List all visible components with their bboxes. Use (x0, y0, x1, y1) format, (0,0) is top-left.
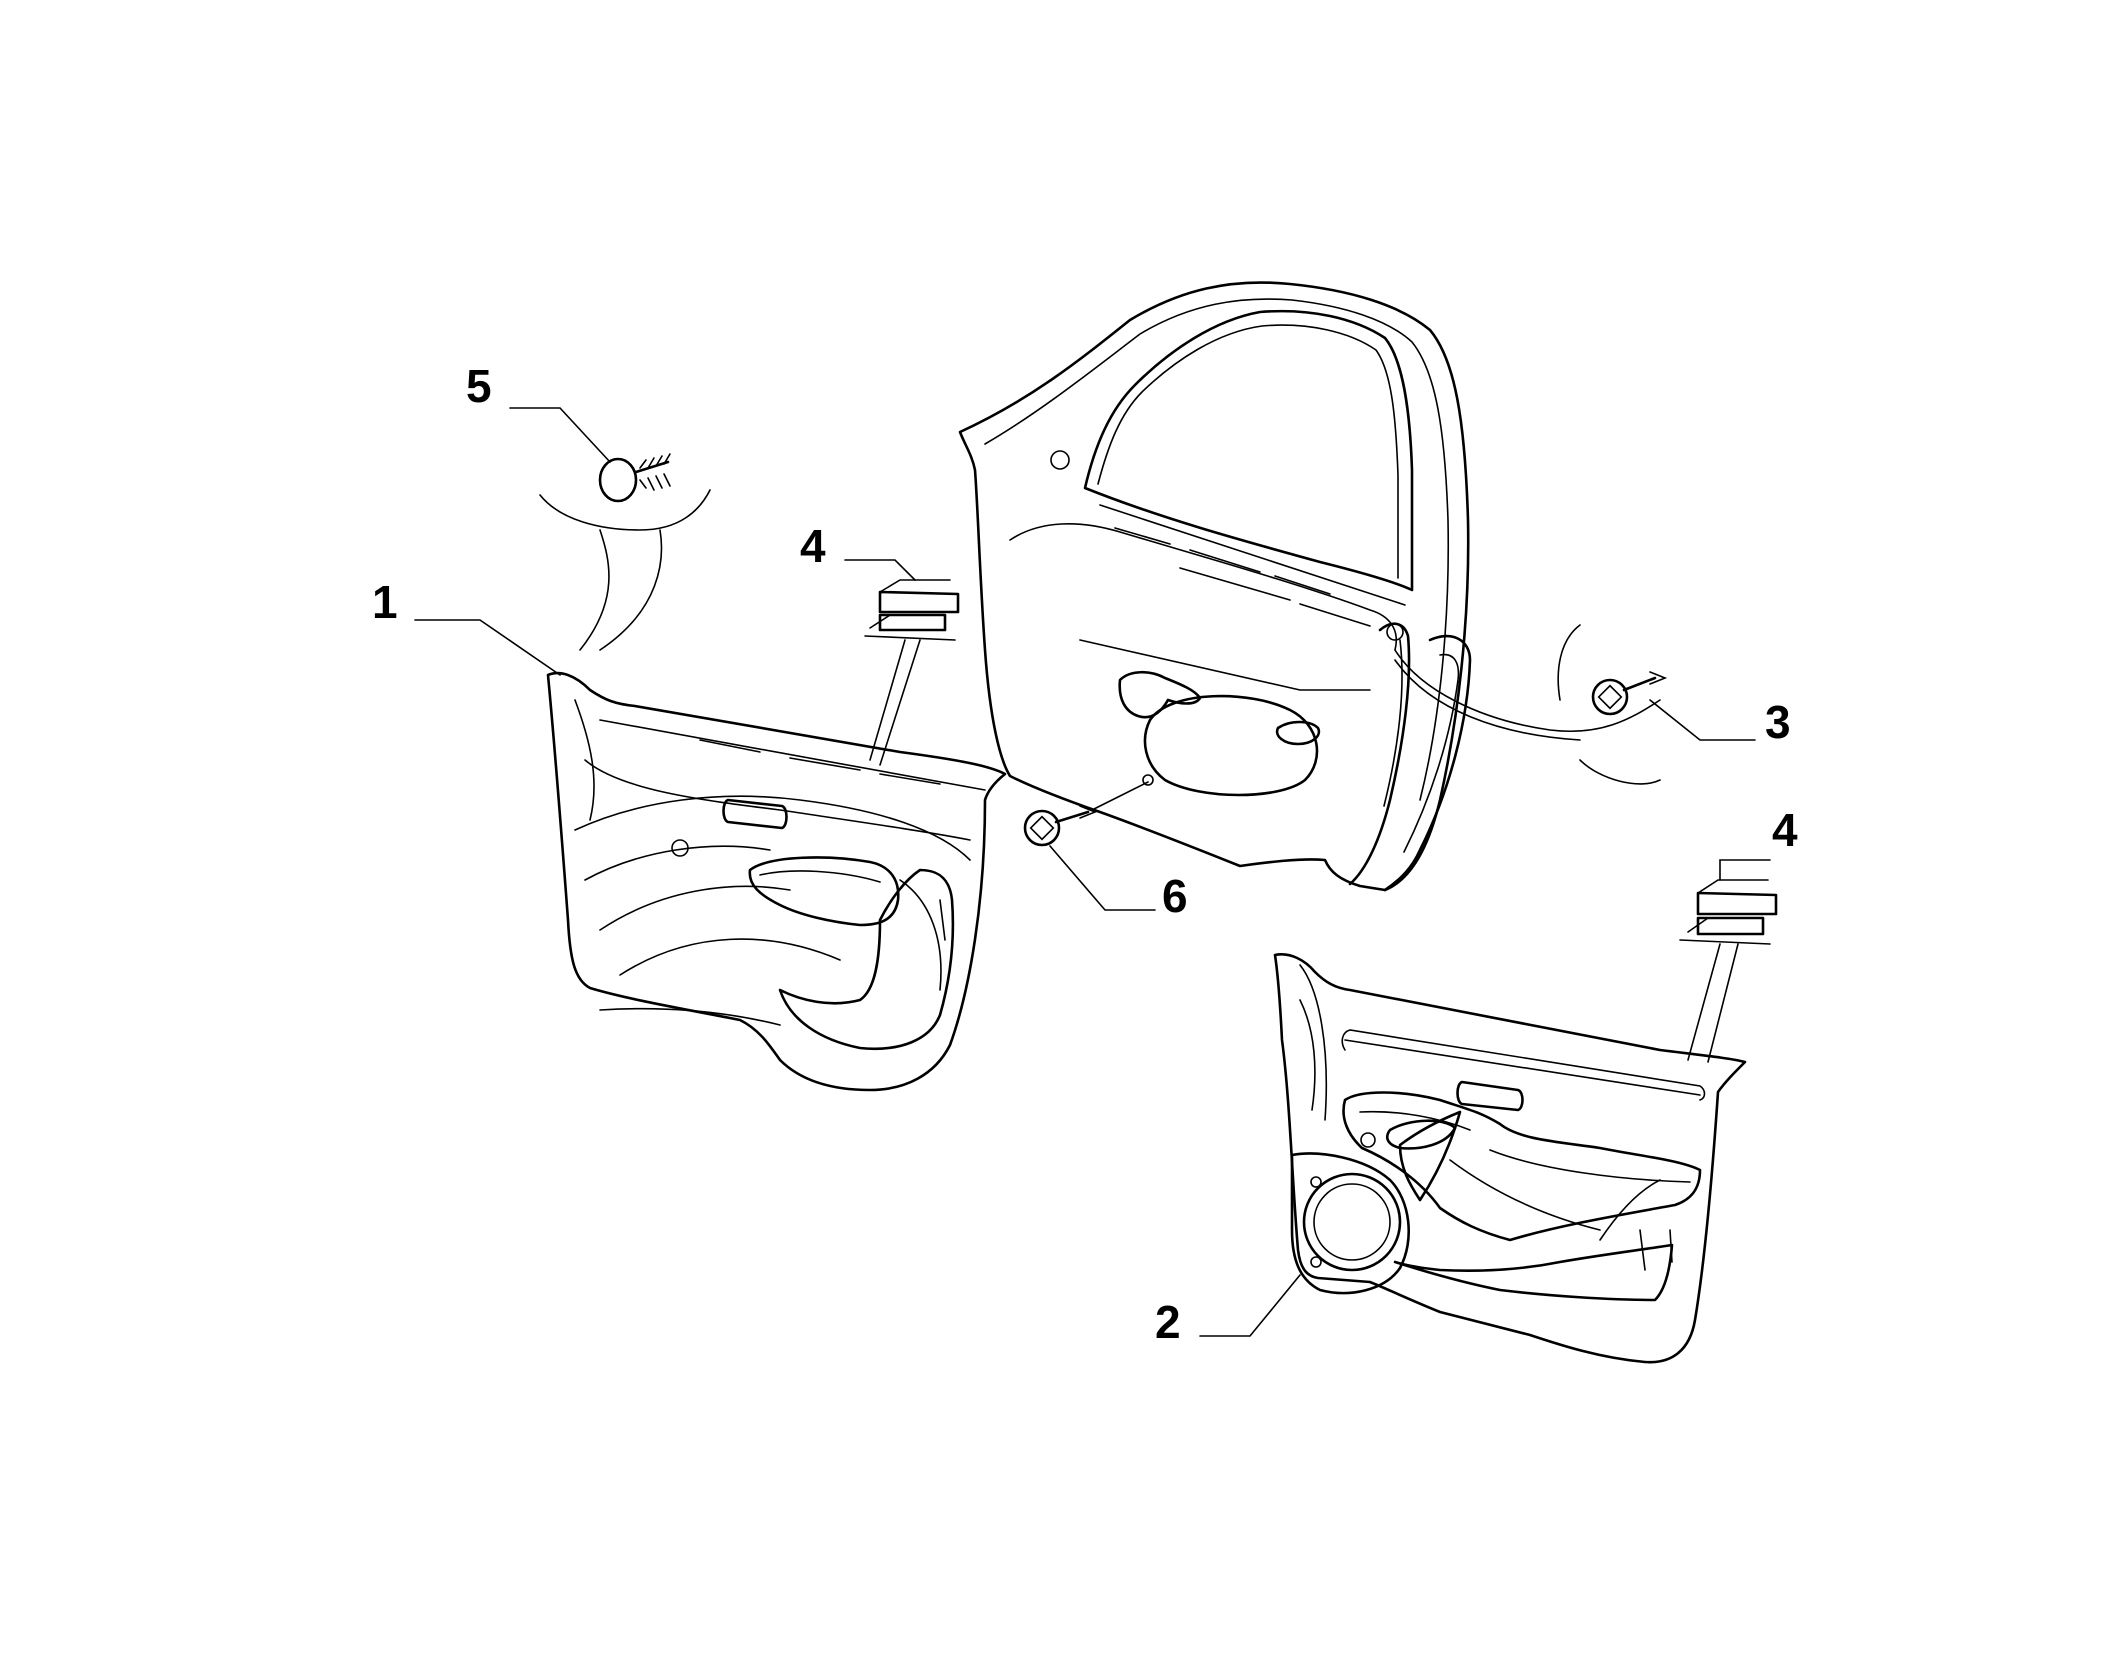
clip-part-4-upper (864, 579, 960, 641)
callout-1: 1 (372, 576, 398, 628)
clip-part-5 (539, 453, 711, 651)
leader-lines (414, 407, 1771, 1337)
fastener-part-6 (1023, 781, 1149, 847)
fastener-part-3 (1557, 624, 1668, 785)
callout-5: 5 (466, 360, 492, 412)
callout-6: 6 (1162, 870, 1188, 922)
cable-line-lower (1394, 659, 1581, 741)
clip-part-4-lower (1679, 879, 1778, 945)
cable-line (1394, 649, 1661, 732)
callout-4-upper: 4 (800, 520, 826, 572)
callout-3: 3 (1765, 696, 1791, 748)
door-panel-2 (1273, 953, 1747, 1364)
door-shell (958, 281, 1472, 892)
callout-2: 2 (1155, 1296, 1181, 1348)
callout-4-lower: 4 (1772, 804, 1798, 856)
door-panel-1 (546, 671, 1007, 1092)
